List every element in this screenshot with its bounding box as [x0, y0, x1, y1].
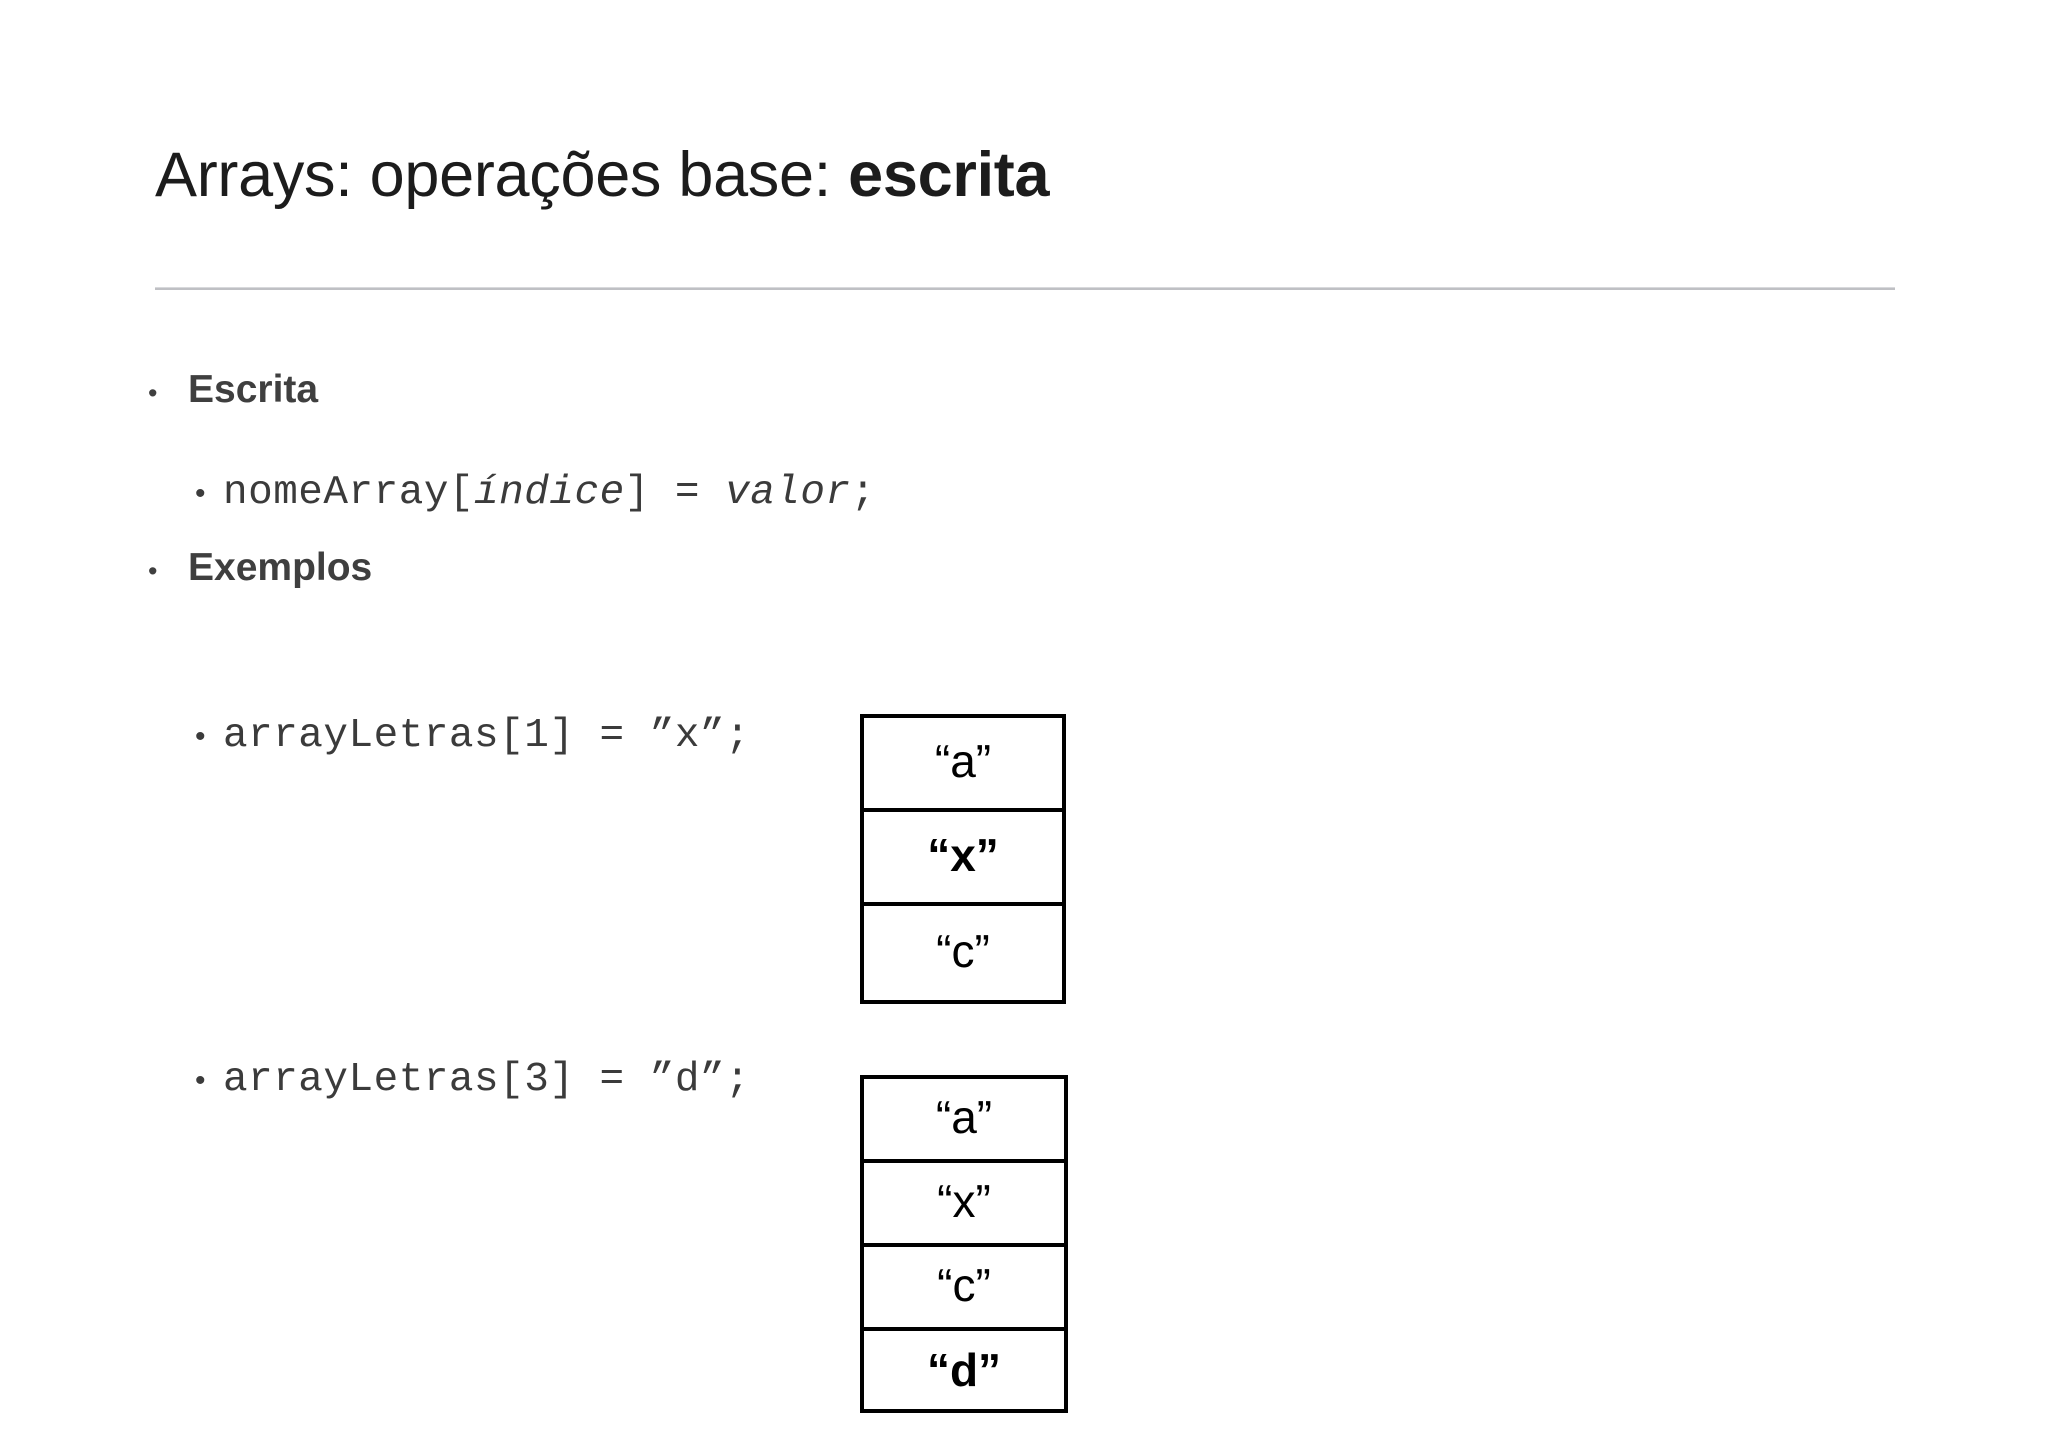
page-title-plain: Arrays: operações base:	[155, 140, 849, 210]
array-cell: “x”	[864, 1163, 1064, 1247]
page-title-emphasis: escrita	[848, 140, 1050, 210]
syntax-line: • nomeArray[índice] = valor;	[195, 470, 876, 516]
bullet-dot-icon: •	[195, 720, 206, 753]
array-diagram-2: “a” “x” “c” “d”	[860, 1075, 1068, 1413]
syntax-index-placeholder: índice	[474, 470, 625, 516]
syntax-middle: ] =	[624, 470, 726, 516]
example-2-code: arrayLetras[3] = ”d”;	[223, 1057, 751, 1103]
example-1-code: arrayLetras[1] = ”x”;	[223, 713, 751, 759]
bullet-escrita: • Escrita	[148, 368, 318, 412]
array-cell: “x”	[864, 812, 1062, 906]
example-2-line: • arrayLetras[3] = ”d”;	[195, 1057, 750, 1103]
array-cell: “c”	[936, 925, 990, 977]
page-title: Arrays: operações base: escrita	[155, 138, 1050, 212]
array-cell: “a”	[864, 1079, 1064, 1163]
syntax-suffix: ;	[850, 470, 876, 516]
bullet-dot-icon: •	[148, 556, 158, 586]
syntax-prefix: nomeArray[	[223, 470, 475, 516]
bullet-exemplos-label: Exemplos	[188, 546, 373, 589]
bullet-dot-icon: •	[195, 477, 206, 510]
array-cell: “d”	[926, 1344, 1002, 1396]
example-1-line: • arrayLetras[1] = ”x”;	[195, 713, 750, 759]
syntax-value-placeholder: valor	[725, 470, 851, 516]
array-cell: “c”	[864, 1247, 1064, 1331]
array-diagram-1: “a” “x” “c”	[860, 714, 1066, 1004]
bullet-escrita-label: Escrita	[188, 368, 319, 411]
bullet-dot-icon: •	[195, 1064, 206, 1097]
bullet-exemplos: • Exemplos	[148, 546, 372, 590]
syntax-code: nomeArray[índice] = valor;	[223, 470, 876, 516]
title-divider	[155, 287, 1895, 290]
bullet-dot-icon: •	[148, 378, 158, 408]
array-cell: “a”	[864, 718, 1062, 812]
